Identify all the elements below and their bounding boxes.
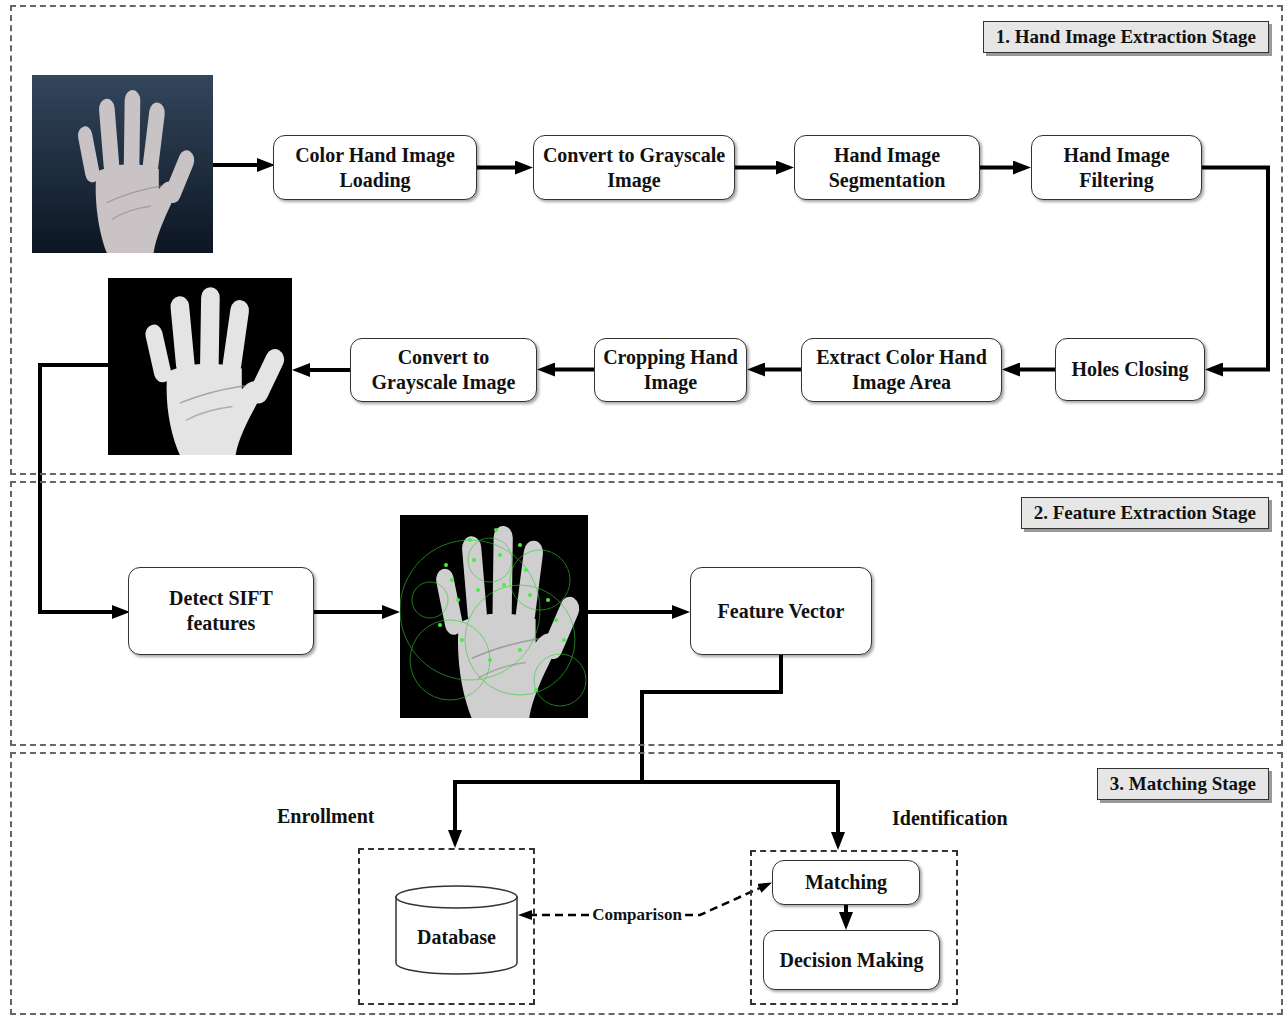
flow-arrow: [312, 610, 390, 614]
cropped-hand-image: [108, 278, 292, 455]
photo-background: [32, 75, 213, 253]
process-box: Cropping Hand Image: [594, 338, 747, 402]
edge-label-holder: Comparison: [589, 905, 685, 925]
image-arrows: [40, 165, 680, 612]
process-box: Holes Closing: [1055, 338, 1205, 401]
process-box: Convert to Grayscale Image: [533, 135, 735, 200]
flow-arrow: [980, 166, 1021, 170]
edge-label: Comparison: [589, 905, 685, 924]
process-box: Hand Image Filtering: [1031, 135, 1202, 200]
process-box: Matching: [772, 860, 920, 905]
group-box: EnrollmentDatabase: [358, 848, 535, 1005]
group-heading: Enrollment: [277, 804, 374, 829]
box-label: Hand Image Segmentation: [803, 143, 971, 193]
process-box: Decision Making: [763, 930, 940, 990]
process-box: Hand Image Segmentation: [794, 135, 980, 200]
flow-arrow: [1012, 368, 1055, 372]
process-box: Detect SIFT features: [128, 567, 314, 655]
sift-keypoints: [438, 528, 566, 692]
flow-arrow: [1202, 168, 1268, 370]
flow-arrow: [40, 365, 120, 612]
stage-band: 1. Hand Image Extraction StageColor Hand…: [10, 5, 1283, 475]
flow-arrow: [757, 368, 801, 372]
hand-shape: [144, 287, 288, 455]
box-label: Convert to Grayscale Image: [359, 345, 528, 395]
database-cylinder: Database: [395, 885, 518, 975]
flow-arrow: [735, 166, 784, 170]
box-label: Database: [417, 925, 496, 950]
flow-arrow: [477, 166, 523, 170]
flow-arrow: [547, 368, 594, 372]
box-label: Holes Closing: [1071, 357, 1188, 382]
group-heading: Identification: [892, 806, 1008, 831]
flow-arrow: [642, 655, 838, 840]
box-label: Matching: [805, 870, 887, 895]
hand-shape: [76, 90, 197, 253]
process-box: Color Hand Image Loading: [273, 135, 477, 200]
flow-arrow: [588, 610, 680, 614]
flow-arrow: [455, 655, 781, 838]
process-box: Extract Color Hand Image Area: [801, 338, 1002, 402]
process-box: Feature Vector: [690, 567, 872, 655]
box-label: Cropping Hand Image: [603, 345, 738, 395]
stage-heading: 2. Feature Extraction Stage: [1021, 497, 1269, 529]
group-box: IdentificationMatchingDecision Making: [750, 850, 958, 1005]
flow-arrow: [213, 163, 265, 167]
stage-band: 2. Feature Extraction StageDetect SIFT f…: [10, 481, 1283, 746]
stage-band: 3. Matching StageEnrollmentDatabaseIdent…: [10, 752, 1283, 1015]
image-background: [400, 515, 588, 718]
flow-arrow: [302, 368, 352, 372]
box-label: Convert to Grayscale Image: [542, 143, 726, 193]
stage-heading: 1. Hand Image Extraction Stage: [983, 21, 1269, 53]
sift-hand-image: [400, 515, 588, 718]
flow-arrow: [844, 905, 848, 920]
box-label: Extract Color Hand Image Area: [810, 345, 993, 395]
cylinder-top: [396, 886, 517, 908]
box-label: Feature Vector: [718, 599, 845, 624]
box-label: Hand Image Filtering: [1040, 143, 1193, 193]
sift-keypoint-circles: [400, 538, 586, 706]
box-label: Decision Making: [780, 948, 924, 973]
stage-heading: 3. Matching Stage: [1097, 768, 1269, 800]
hand-photo: [32, 75, 213, 253]
box-label: Detect SIFT features: [137, 586, 305, 636]
image-background: [108, 278, 292, 455]
hand-shape: [434, 526, 582, 718]
process-box: Convert to Grayscale Image: [350, 338, 537, 402]
box-label: Color Hand Image Loading: [282, 143, 468, 193]
